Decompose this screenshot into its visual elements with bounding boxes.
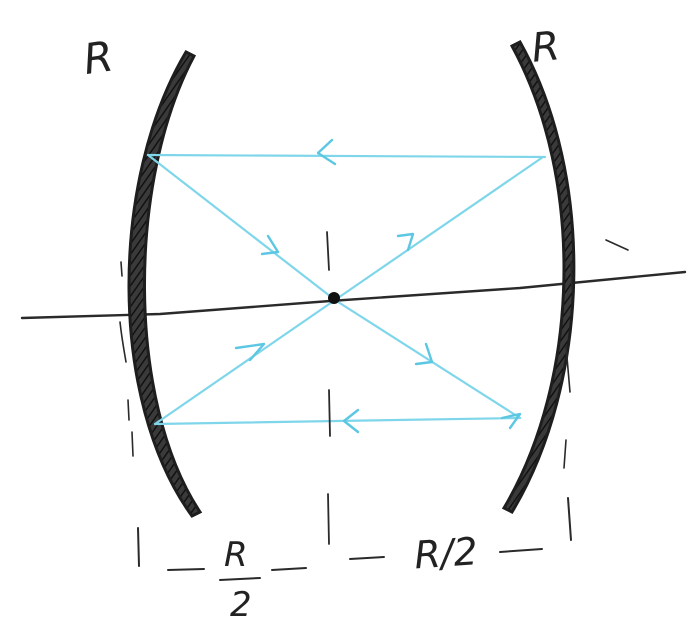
left-mirror	[119, 50, 203, 518]
arrow-top	[316, 138, 337, 166]
right-mirror-label: R	[529, 23, 561, 72]
dim-left-denominator: 2	[230, 585, 252, 625]
arrow-right-mirror-bottom	[500, 412, 522, 430]
arrow-bottom	[342, 408, 360, 434]
dim-left-label: R 2	[219, 535, 261, 625]
center-marks	[326, 231, 331, 545]
stray-mark	[605, 239, 629, 251]
ray-arrows	[234, 138, 522, 434]
right-mirror	[501, 40, 576, 514]
dim-right-label: R/2	[413, 529, 479, 577]
dim-left-numerator: R	[224, 535, 248, 575]
arrow-upper-right	[396, 232, 415, 252]
arrow-lower-right	[414, 342, 434, 366]
dimension-lines	[137, 497, 572, 571]
arrow-upper-left	[260, 234, 280, 256]
focal-point	[328, 292, 340, 304]
left-mirror-label: R	[80, 31, 116, 84]
arrow-lower-left	[234, 342, 266, 362]
